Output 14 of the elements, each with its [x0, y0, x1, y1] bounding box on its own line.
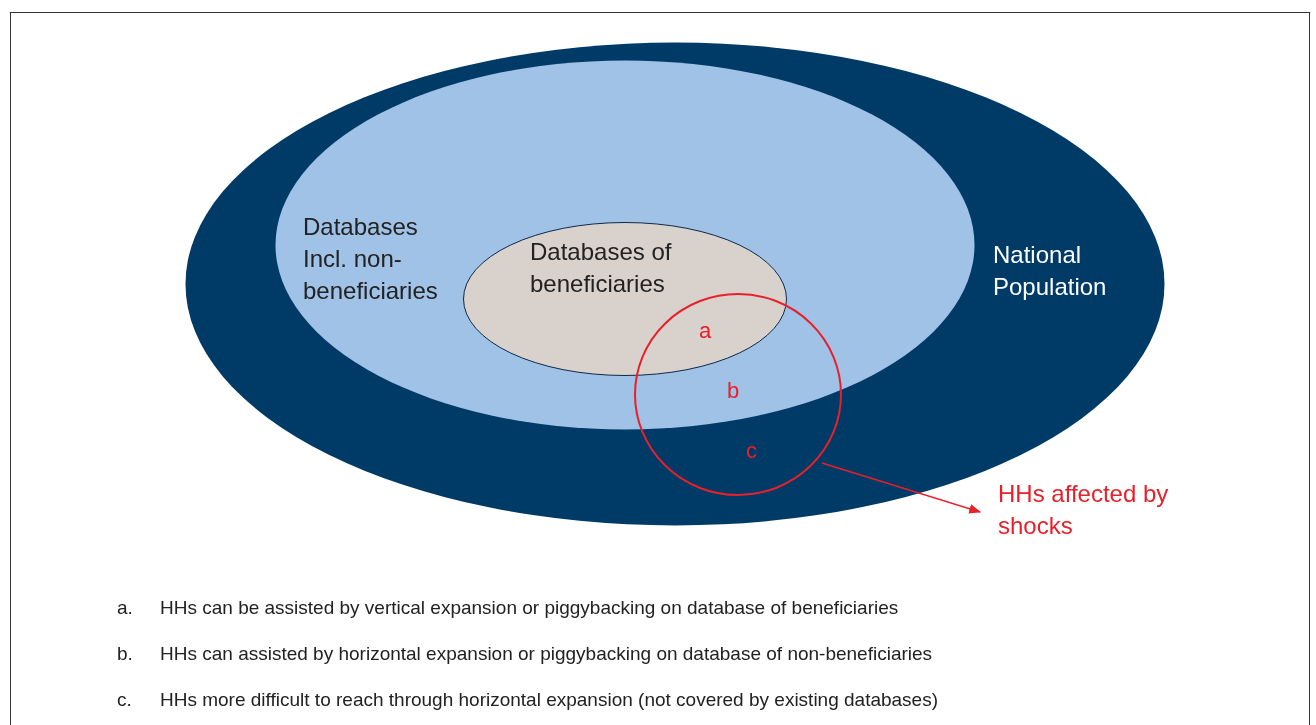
note-text: HHs can assisted by horizontal expansion or piggybacking on database of non-beneficiaries: [160, 643, 933, 665]
list-marker: c.: [117, 689, 132, 711]
arrow: [821, 462, 982, 514]
list-marker: b.: [117, 643, 133, 665]
list-marker: a.: [117, 597, 133, 619]
region-label: Databases Incl. non-beneficiaries: [303, 212, 439, 306]
note-text: HHs more difficult to reach through horizontal expansion (not covered by existing databases): [160, 689, 939, 711]
callout-text: HHs affected by shocks: [998, 479, 1170, 541]
region-letter: b: [727, 378, 740, 404]
region-label: National Population: [993, 240, 1108, 302]
region-label: Databases of beneficiaries: [530, 237, 673, 299]
note-text: HHs can be assisted by vertical expansion or piggybacking on database of beneficiaries: [160, 597, 899, 619]
region-letter: c: [746, 438, 757, 464]
region-letter: a: [699, 318, 712, 344]
